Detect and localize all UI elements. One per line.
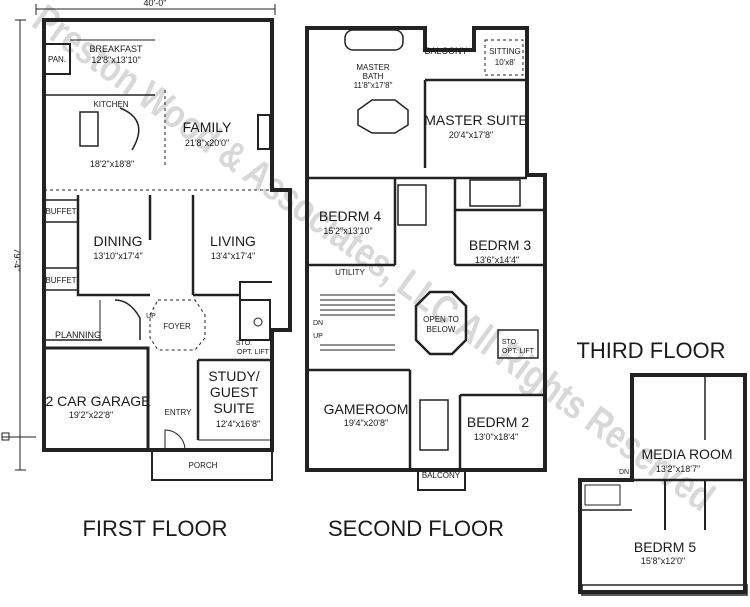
first-floor-plan [1, 4, 292, 481]
room-label-planning: PLANNING [55, 330, 101, 340]
room-size-family: 21'8"x20'0" [185, 138, 229, 148]
room-label-study-line3: SUITE [213, 400, 254, 416]
second-floor-title: SECOND FLOOR [328, 516, 504, 541]
lift-label-second: OPT. LIFT [502, 348, 535, 355]
room-label-foyer: FOYER [163, 322, 191, 331]
open-to-below-line2: BELOW [427, 325, 456, 334]
room-label-balcony-top: BALCONY [424, 46, 467, 56]
room-label-buffet-lower: BUFFET [45, 276, 76, 285]
first-floor-title: FIRST FLOOR [82, 516, 227, 541]
room-label-dining: DINING [94, 233, 143, 249]
third-floor-plan [578, 373, 748, 596]
room-label-bedrm5: BEDRM 5 [634, 539, 696, 555]
depth-dimension: 79'-4" [12, 249, 22, 272]
second-floor-labels: MASTER BATH 11'8"x17'8" BALCONY SITTING … [313, 46, 535, 541]
room-label-master-bath-line2: BATH [363, 72, 384, 81]
room-size-gameroom: 19'4"x20'8" [344, 418, 388, 428]
room-label-master-bath-line1: MASTER [356, 63, 390, 72]
room-label-study-line1: STUDY/ [208, 368, 259, 384]
room-label-balcony-bottom: BALCONY [422, 471, 461, 480]
room-size-bedrm3: 13'6"x14'4" [475, 255, 519, 265]
room-label-study-line2: GUEST [210, 384, 259, 400]
room-label-family: FAMILY [183, 119, 232, 135]
third-floor-title: THIRD FLOOR [576, 338, 725, 363]
room-label-living: LIVING [210, 233, 256, 249]
family-fireplace [257, 114, 271, 150]
open-to-below-line1: OPEN TO [423, 315, 459, 324]
stair-down-label-third: DN [619, 469, 629, 476]
room-label-gameroom: GAMEROOM [324, 401, 409, 417]
room-label-kitchen: KITCHEN [93, 100, 128, 109]
room-label-porch: PORCH [189, 461, 218, 470]
room-label-breakfast: BREAKFAST [89, 44, 143, 54]
room-label-bedrm3: BEDRM 3 [469, 237, 531, 253]
room-label-entry: ENTRY [165, 408, 193, 417]
room-size-media-room: 13'2"x18'7" [656, 464, 700, 474]
kitchen-island [79, 111, 99, 147]
room-label-bedrm4: BEDRM 4 [319, 208, 381, 224]
stair-down-label-second: DN [313, 320, 323, 327]
width-dimension: 40'-0" [144, 0, 167, 8]
open-to-below-outline [414, 290, 468, 356]
room-size-study: 12'4"x16'8" [216, 419, 260, 429]
storage-label-second: STO. [502, 339, 518, 346]
room-size-dining: 13'10"x17'4" [93, 251, 142, 261]
room-label-buffet-upper: BUFFET [45, 207, 76, 216]
garage-wall [44, 346, 150, 450]
lift-label-first: OPT. LIFT [237, 349, 270, 356]
room-size-bedrm5: 15'8"x12'0" [641, 556, 685, 566]
room-size-sitting: 10'x8' [495, 58, 516, 67]
porch-outline [151, 449, 273, 481]
room-label-sitting: SITTING [489, 47, 521, 56]
room-size-master-suite: 20'4"x17'8" [449, 130, 493, 140]
third-floor-labels: THIRD FLOOR MEDIA ROOM 13'2"x18'7" DN BE… [576, 338, 732, 566]
room-size-bedrm2: 13'0"x18'4" [474, 432, 518, 442]
stair-up-label-second: UP [313, 333, 323, 340]
room-size-master-bath: 11'8"x17'8" [354, 81, 393, 90]
room-label-media-room: MEDIA ROOM [641, 446, 732, 462]
stair-up-label-first: UP [146, 313, 156, 320]
room-label-garage: 2 CAR GARAGE [45, 393, 150, 409]
room-size-breakfast: 12'8"x13'10" [91, 55, 140, 65]
room-size-living: 13'4"x17'4" [211, 251, 255, 261]
room-size-bedrm4: 15'2"x13'10" [323, 226, 372, 236]
foyer-outline [149, 299, 206, 351]
second-floor-plan [305, 26, 547, 491]
bathtub [344, 29, 404, 51]
first-floor-labels: 40'-0" 79'-4" PAN. BREAKFAST 12'8"x13'10… [12, 0, 270, 541]
room-label-bedrm2: BEDRM 2 [467, 414, 529, 430]
room-size-garage: 19'2"x22'8" [69, 410, 113, 420]
room-label-utility: UTILITY [335, 268, 365, 277]
first-floor-outer-wall [42, 18, 292, 452]
storage-label-first: STO. [236, 340, 252, 347]
room-label-pantry: PAN. [48, 55, 66, 64]
room-size-kitchen: 18'2"x18'8" [90, 159, 134, 169]
room-label-master-suite: MASTER SUITE [424, 112, 527, 128]
